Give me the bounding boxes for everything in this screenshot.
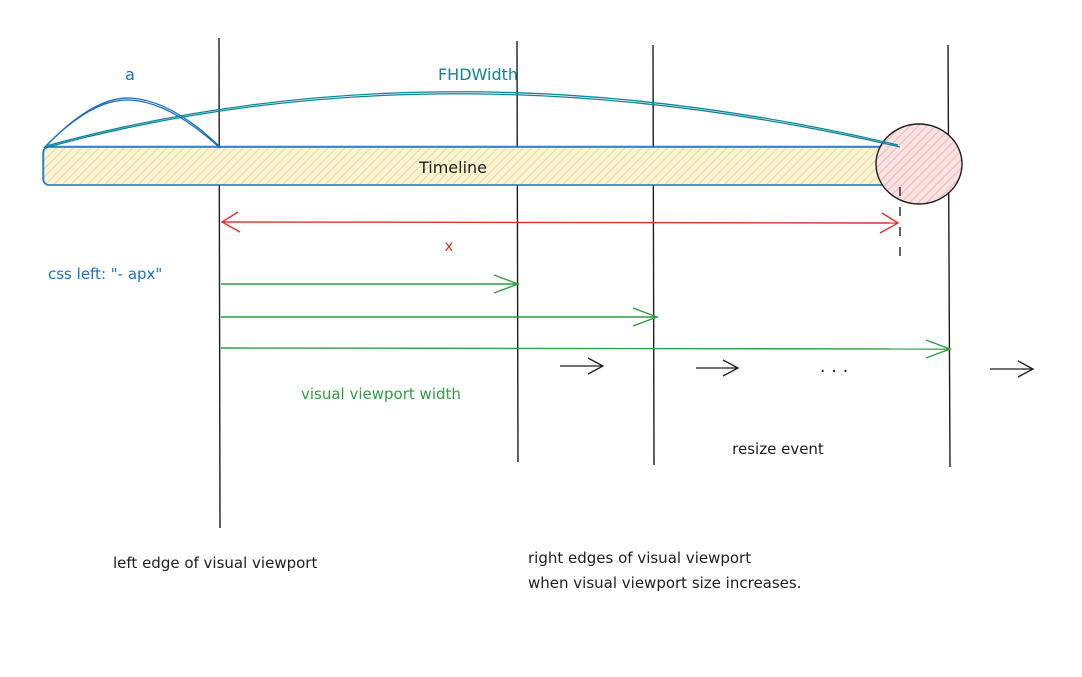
left-edge-label: left edge of visual viewport bbox=[113, 554, 317, 572]
x-arrow bbox=[220, 211, 900, 234]
left-edge-line bbox=[218, 37, 221, 529]
progress-arrow-2 bbox=[696, 359, 740, 377]
fhd-width-label: FHDWidth bbox=[438, 65, 518, 84]
css-left-label: css left: "- apx" bbox=[48, 265, 162, 283]
fhd-width-arc bbox=[43, 91, 901, 149]
right-edges-label-line-2: when visual viewport size increases. bbox=[528, 574, 802, 592]
visual-viewport-width-label: visual viewport width bbox=[301, 385, 461, 403]
resize-progress-arrows bbox=[560, 357, 1035, 378]
a-arc bbox=[43, 97, 221, 149]
viewport-width-arrow-2 bbox=[221, 307, 659, 327]
right-edge-line-2 bbox=[652, 44, 655, 466]
right-edge-line-3 bbox=[947, 44, 951, 468]
viewport-width-arrows bbox=[220, 274, 952, 359]
viewport-width-arrow-1 bbox=[221, 274, 520, 294]
progress-arrow-1 bbox=[560, 357, 605, 375]
right-edges-label-line-1: right edges of visual viewport bbox=[528, 549, 751, 567]
right-edge-line-1 bbox=[516, 40, 519, 463]
timeline-label: Timeline bbox=[418, 158, 487, 177]
ellipsis-label: . . . bbox=[820, 356, 849, 377]
a-label: a bbox=[125, 65, 135, 84]
viewport-width-arrow-3 bbox=[220, 339, 952, 359]
resize-event-label: resize event bbox=[732, 440, 824, 458]
timeline-end-circle bbox=[875, 123, 963, 205]
viewport-edges bbox=[218, 37, 951, 529]
x-label: x bbox=[445, 237, 454, 255]
progress-arrow-3 bbox=[990, 360, 1035, 378]
